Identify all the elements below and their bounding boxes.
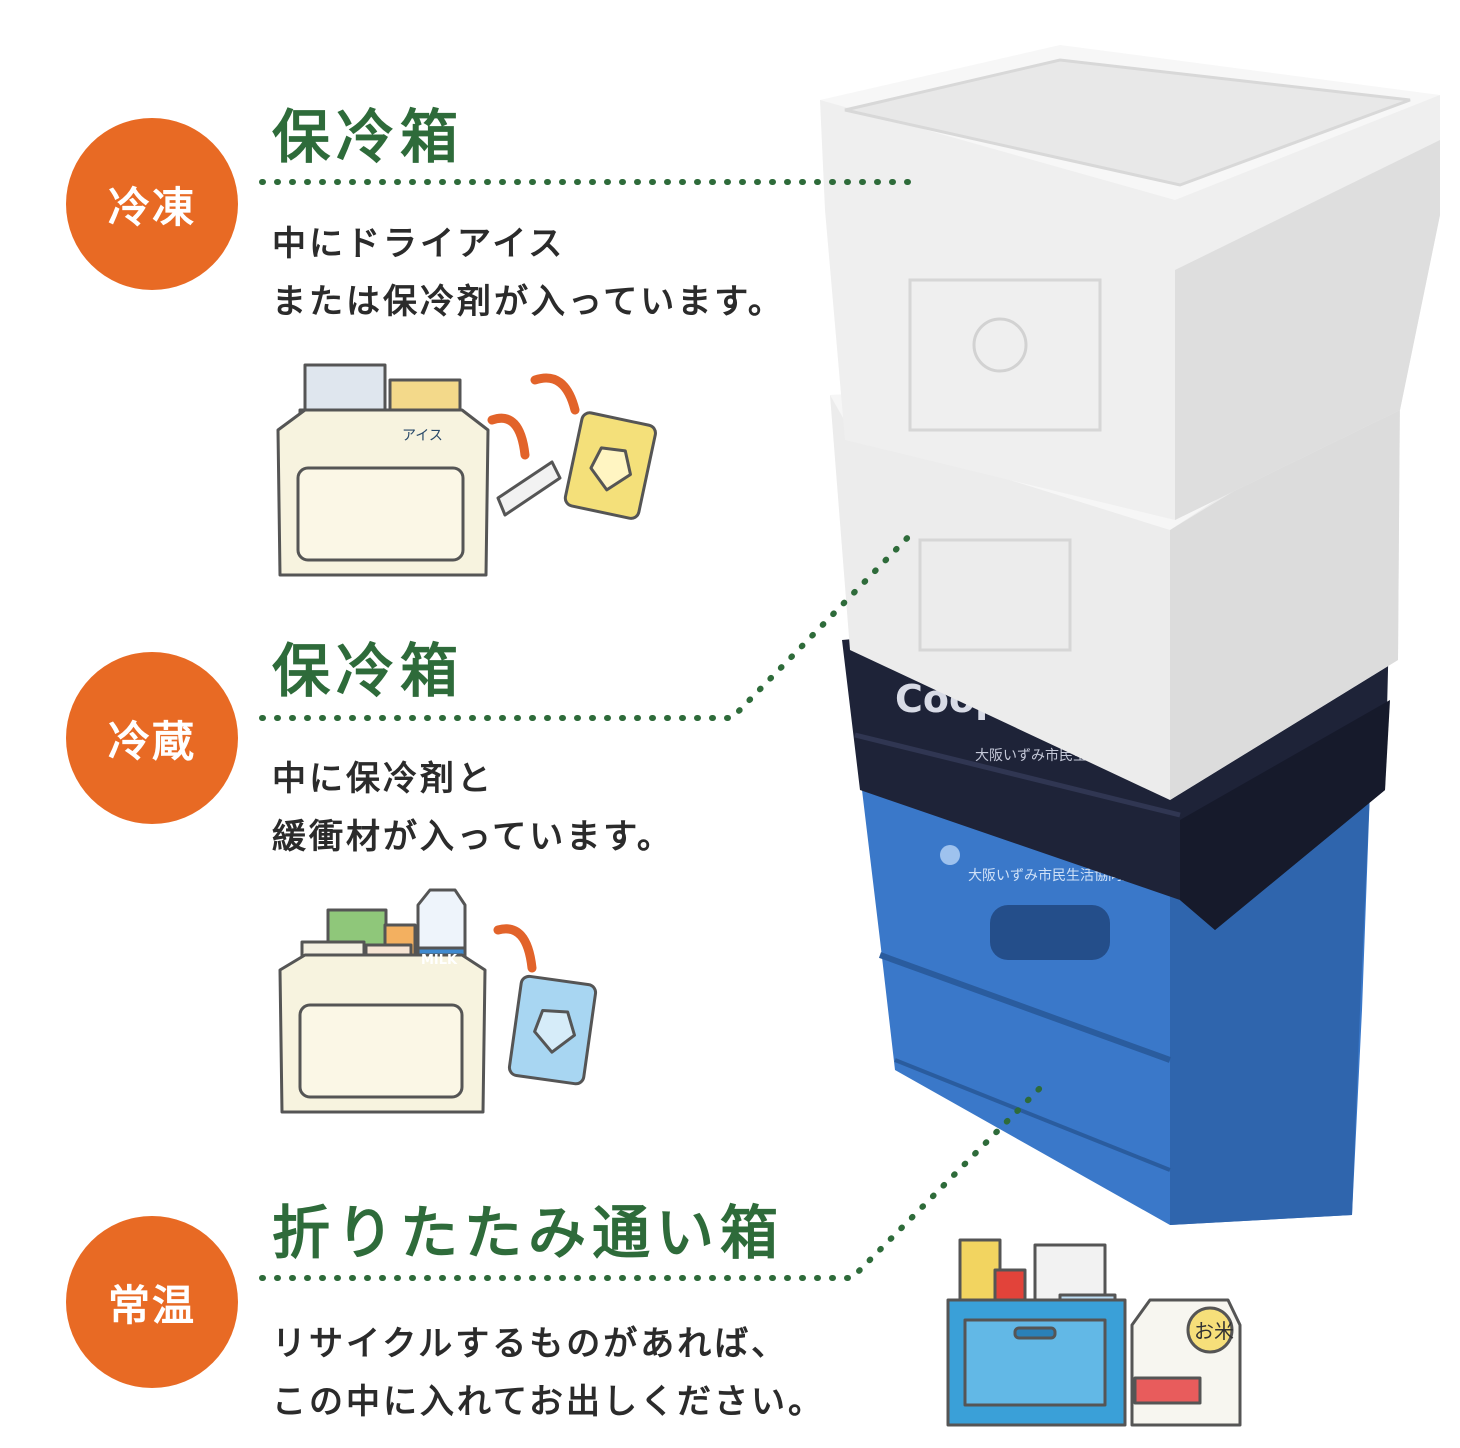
foam-box-upper xyxy=(820,45,1440,520)
title-ambient: 折りたたみ通い箱 xyxy=(272,1199,785,1267)
title-chilled: 保冷箱 xyxy=(272,637,465,705)
title-frozen: 保冷箱 xyxy=(272,103,465,171)
desc-ambient: リサイクルするものがあれば、 この中に入れてお出しください。 xyxy=(272,1315,825,1431)
connector-line-chilled xyxy=(259,527,918,721)
badge-ambient: 常温 xyxy=(66,1216,238,1388)
connector-line-ambient xyxy=(259,1082,1046,1281)
connector-lines xyxy=(259,179,1046,1281)
desc-ambient-line-1: リサイクルするものがあれば、 xyxy=(272,1324,789,1364)
badge-frozen: 冷凍 xyxy=(66,118,238,290)
desc-frozen-line-1: 中にドライアイス xyxy=(272,224,566,264)
desc-frozen: 中にドライアイス または保冷剤が入っています。 xyxy=(272,215,785,331)
desc-ambient-line-2: この中に入れてお出しください。 xyxy=(272,1382,825,1422)
desc-chilled-line-1: 中に保冷剤と xyxy=(272,759,494,799)
desc-chilled: 中に保冷剤と 緩衝材が入っています。 xyxy=(272,750,674,866)
desc-frozen-line-2: または保冷剤が入っています。 xyxy=(272,282,785,322)
badge-chilled: 冷蔵 xyxy=(66,652,238,824)
desc-chilled-line-2: 緩衝材が入っています。 xyxy=(272,817,674,857)
